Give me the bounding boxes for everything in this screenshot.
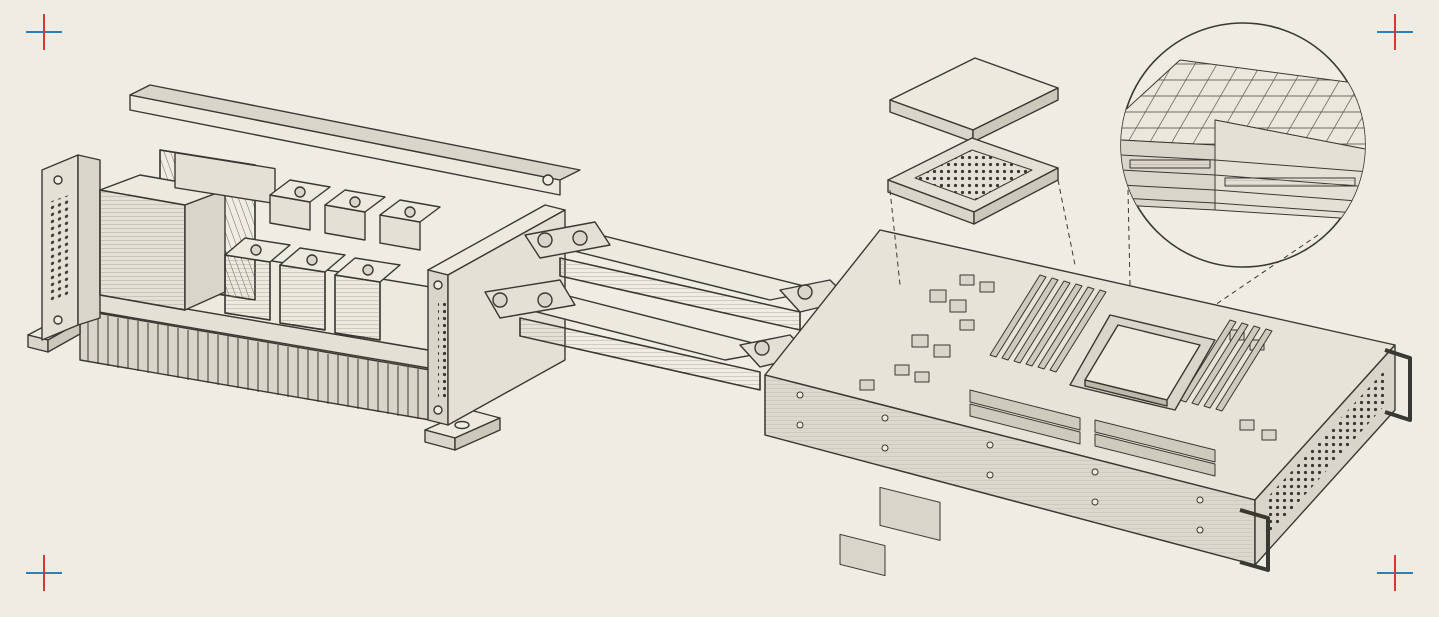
capacitor-block <box>279 247 346 331</box>
die-cross-section-callout <box>1120 22 1366 306</box>
heatsink-fins <box>79 309 431 421</box>
rack-handle-lower <box>1239 508 1270 572</box>
busbar-upper <box>524 221 821 331</box>
heat-spreader-lid <box>889 57 1059 143</box>
callout-leader-lines <box>889 179 1076 286</box>
chip-socket-substrate <box>887 137 1059 225</box>
vented-front-panel <box>1254 344 1396 566</box>
registration-mark-top-left <box>26 14 62 50</box>
capacitor-block <box>379 199 441 251</box>
registration-mark-bottom-right <box>1377 555 1413 591</box>
power-unit <box>27 84 581 451</box>
die-layer-stack <box>1121 119 1365 221</box>
lens-leader-lines <box>1127 189 1319 306</box>
memory-modules <box>969 274 1273 477</box>
capacitor-block <box>324 189 386 241</box>
server-board <box>764 229 1412 577</box>
capacitor-block <box>269 179 331 231</box>
vrm-components <box>839 274 1277 577</box>
transformer <box>99 149 276 311</box>
registration-mark-top-right <box>1377 14 1413 50</box>
capacitor-blocks <box>224 179 441 341</box>
vented-end-plate-left <box>41 154 101 341</box>
rack-handle-upper <box>1384 348 1412 422</box>
cpu-package <box>1069 314 1216 411</box>
registration-marks <box>26 14 1413 591</box>
chip-package-callout <box>887 57 1076 286</box>
capacitor-block <box>334 257 401 341</box>
mounting-foot-right <box>424 409 501 451</box>
registration-mark-bottom-left <box>26 555 62 591</box>
busbars <box>484 221 851 391</box>
capacitor-block <box>224 237 291 321</box>
